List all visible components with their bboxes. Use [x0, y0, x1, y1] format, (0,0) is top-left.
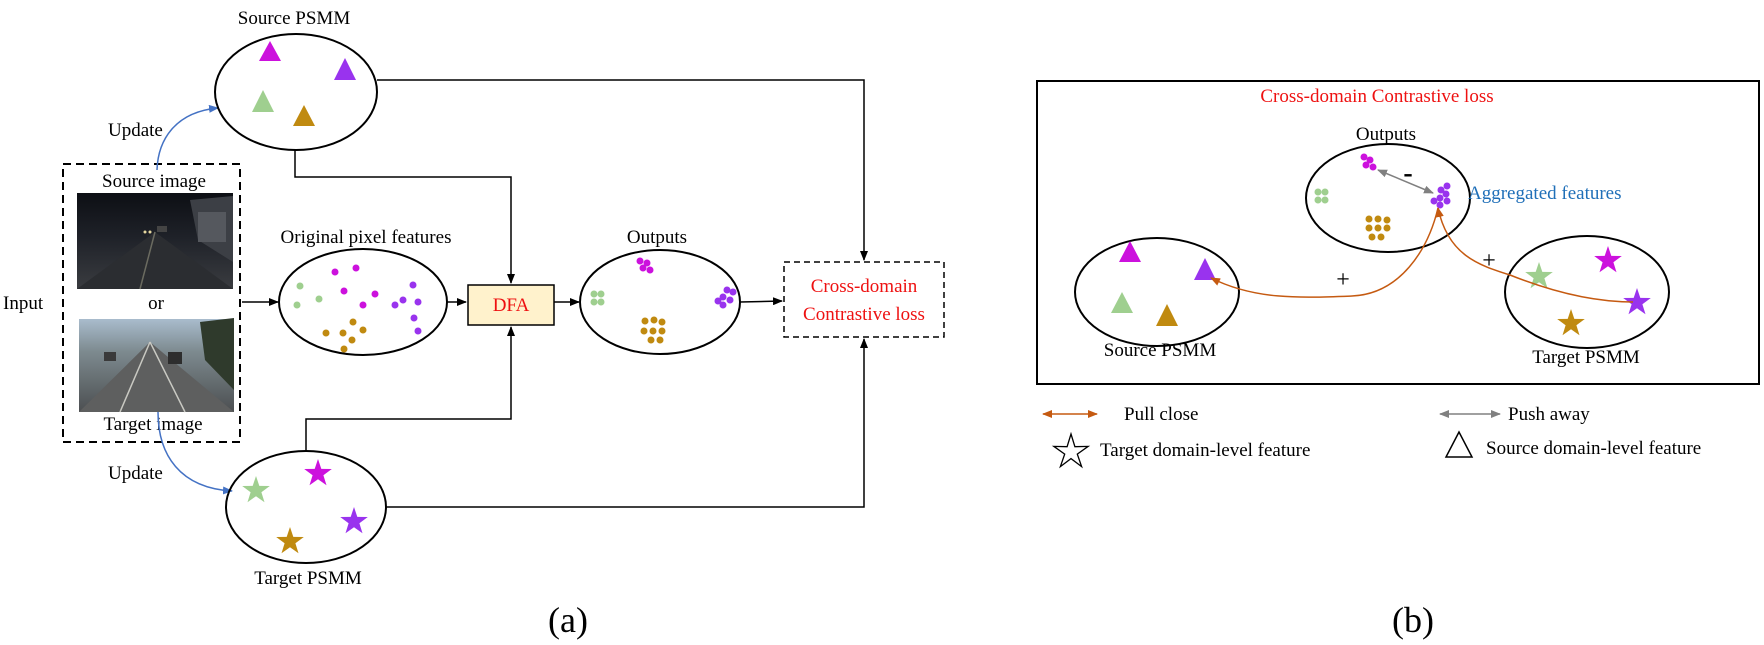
source-image-label: Source image — [102, 171, 206, 192]
green-triangle-b — [1111, 292, 1133, 313]
pull-close-right-arrow — [1435, 207, 1634, 303]
loss-label-line1: Cross-domain — [811, 276, 918, 297]
update-label-top: Update — [108, 120, 163, 141]
gold-star — [276, 527, 304, 554]
source-psmm-b-label: Source PSMM — [1104, 340, 1217, 361]
push-away-legend-label: Push away — [1508, 404, 1590, 425]
magenta-star-b — [1594, 246, 1622, 273]
plus-sign-left: + — [1336, 267, 1350, 293]
green-star — [242, 476, 270, 503]
green-triangle — [252, 90, 274, 112]
source-psmm-label: Source PSMM — [238, 8, 351, 29]
or-label: or — [148, 293, 165, 314]
outputs-b-clusters — [1314, 153, 1451, 241]
aggregated-features-label: Aggregated features — [1468, 183, 1622, 204]
target-psmm-b-ellipse — [1504, 235, 1670, 349]
magenta-triangle — [259, 41, 281, 61]
panel-b: Cross-domain Contrastive loss Outputs — [1036, 80, 1760, 640]
caption-a: (a) — [548, 600, 588, 640]
violet-triangle — [334, 58, 356, 80]
pull-close-left-arrow — [1210, 207, 1439, 298]
update-label-bottom: Update — [108, 463, 163, 484]
update-arrow-top — [156, 104, 219, 171]
target-image-label: Target image — [103, 414, 202, 435]
loss-label-line2: Contrastive loss — [803, 304, 925, 325]
loss-box — [783, 261, 945, 338]
dfa-box — [467, 284, 555, 326]
source-image — [77, 193, 233, 290]
original-features-label: Original pixel features — [281, 227, 452, 248]
source-feature-legend-label: Source domain-level feature — [1486, 438, 1701, 459]
pull-close-legend-label: Pull close — [1124, 404, 1198, 425]
caption-b: (b) — [1392, 600, 1434, 640]
star-outline-icon — [1051, 431, 1091, 469]
triangle-outline-icon — [1444, 430, 1474, 458]
gold-triangle-b — [1156, 304, 1178, 326]
outputs-b-ellipse — [1305, 143, 1471, 253]
panel-b-frame — [1036, 80, 1760, 385]
outputs-b-label: Outputs — [1356, 124, 1416, 145]
green-star-b — [1525, 262, 1553, 289]
target-feature-legend-label: Target domain-level feature — [1100, 440, 1310, 461]
outputs-label: Outputs — [627, 227, 687, 248]
target-image — [79, 318, 234, 413]
plus-sign-right: + — [1482, 248, 1496, 274]
output-clusters — [590, 257, 737, 344]
panel-b-title: Cross-domain Contrastive loss — [1260, 86, 1493, 107]
input-box — [62, 163, 241, 443]
push-away-arrow — [1377, 169, 1434, 194]
target-psmm-b-label: Target PSMM — [1532, 347, 1640, 368]
target-psmm-label: Target PSMM — [254, 568, 362, 589]
gold-triangle — [293, 105, 315, 126]
panel-a: Input Source image or Target image — [3, 8, 945, 640]
violet-star — [340, 507, 368, 534]
input-label: Input — [3, 293, 44, 314]
original-feature-points — [293, 264, 422, 353]
magenta-triangle-b — [1119, 241, 1141, 262]
violet-star-b — [1623, 288, 1651, 315]
legend: Pull close Push away Target domain-level… — [1042, 404, 1701, 469]
source-psmm-ellipse — [214, 33, 378, 151]
minus-sign: - — [1403, 158, 1412, 189]
gold-star-b — [1557, 309, 1585, 336]
dfa-label: DFA — [493, 295, 530, 316]
target-psmm-ellipse — [225, 450, 387, 564]
violet-triangle-b — [1194, 258, 1216, 280]
connectors-a — [242, 79, 868, 508]
source-psmm-b-ellipse — [1074, 237, 1240, 347]
update-arrow-bottom — [157, 411, 233, 495]
magenta-star — [304, 459, 332, 486]
